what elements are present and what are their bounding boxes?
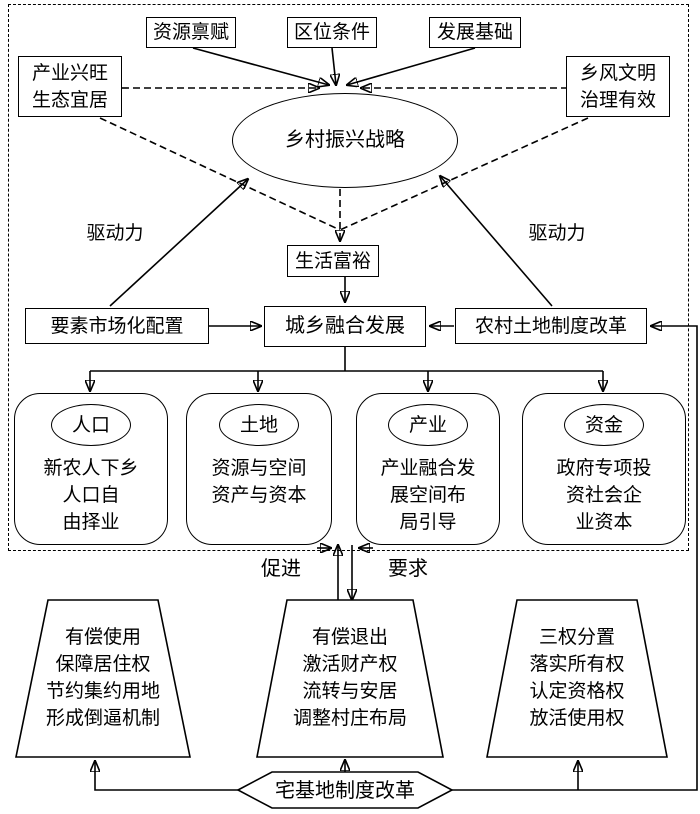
integration-box: 城乡融合发展 [264,306,426,347]
market-allocation-label: 要素市场化配置 [50,315,184,337]
reform-left-text: 有偿使用 保障居住权 节约集约用地 形成倒逼机制 [45,627,160,729]
element-capital-tag: 资金 [564,404,644,446]
reform-middle-text: 有偿退出 激活财产权 流转与安居 调整村庄布局 [292,627,407,729]
homestead-hexagon-shape [236,771,454,809]
require-label: 要求 [388,558,428,580]
element-land-box: 土地 资源与空间 资产与资本 [186,393,332,545]
factor-development-box: 发展基础 [429,17,521,48]
factor-location-label: 区位条件 [293,22,370,43]
arrow-location-to-strategy [332,47,336,85]
middle-trapezoid-shape [256,599,444,758]
factor-resource-label: 资源禀赋 [152,22,229,43]
factor-resource-box: 资源禀赋 [146,17,236,48]
strategy-ellipse: 乡村振兴战略 [232,93,458,188]
reform-right-text: 三权分置 落实所有权 认定资格权 放活使用权 [529,627,625,729]
arrow-market-driver-to-strategy [109,179,248,307]
driver-right-label: 驱动力 [528,223,586,244]
factor-location-box: 区位条件 [287,17,377,48]
land-reform-label: 农村土地制度改革 [474,315,627,337]
element-capital-label: 资金 [584,414,623,436]
dashed-line-right-goal-to-life [339,117,589,231]
driver-left-label: 驱动力 [86,223,144,244]
dashed-line-left-goal-to-life [99,117,341,231]
left-trapezoid-shape [15,599,191,758]
goal-civility-governance-box: 乡风文明 治理有效 [566,56,670,117]
factor-development-label: 发展基础 [436,22,513,43]
arrow-homestead-to-landreform [452,326,698,791]
element-population-box: 人口 新农人下乡 人口自 由择业 [14,393,168,545]
goal-civility-governance-label: 乡风文明 治理有效 [579,62,656,111]
element-industry-text: 产业融合发 展空间布 局引导 [380,458,476,533]
promote-label: 促进 [261,558,301,580]
element-land-label: 土地 [239,414,278,436]
market-allocation-box: 要素市场化配置 [25,308,209,344]
element-industry-box: 产业 产业融合发 展空间布 局引导 [356,393,500,545]
system-boundary-frame [8,4,689,551]
right-trapezoid-shape [486,599,668,758]
element-population-text: 新农人下乡 人口自 由择业 [43,458,139,533]
integration-label: 城乡融合发展 [285,315,405,337]
goal-industry-ecology-label: 产业兴旺 生态宜居 [31,62,108,111]
strategy-label: 乡村振兴战略 [285,129,405,151]
element-land-text: 资源与空间 资产与资本 [211,458,307,506]
element-industry-tag: 产业 [388,404,468,446]
goal-life-label: 生活富裕 [294,250,371,272]
element-capital-text: 政府专项投 资社会企 业资本 [556,458,652,533]
homestead-label: 宅基地制度改革 [275,780,415,802]
arrow-homestead-to-left-trapezoid [95,761,238,791]
element-population-label: 人口 [71,414,110,436]
arrow-development-to-strategy [347,47,476,85]
element-capital-box: 资金 政府专项投 资社会企 业资本 [522,393,686,545]
arrow-resource-to-strategy [192,47,329,85]
goal-industry-ecology-box: 产业兴旺 生态宜居 [18,56,122,117]
element-industry-label: 产业 [408,414,447,436]
arrow-landreform-driver-to-strategy [440,176,553,307]
element-land-tag: 土地 [219,404,299,446]
goal-life-box: 生活富裕 [287,245,379,277]
land-reform-box: 农村土地制度改革 [455,308,647,344]
element-population-tag: 人口 [51,404,131,446]
